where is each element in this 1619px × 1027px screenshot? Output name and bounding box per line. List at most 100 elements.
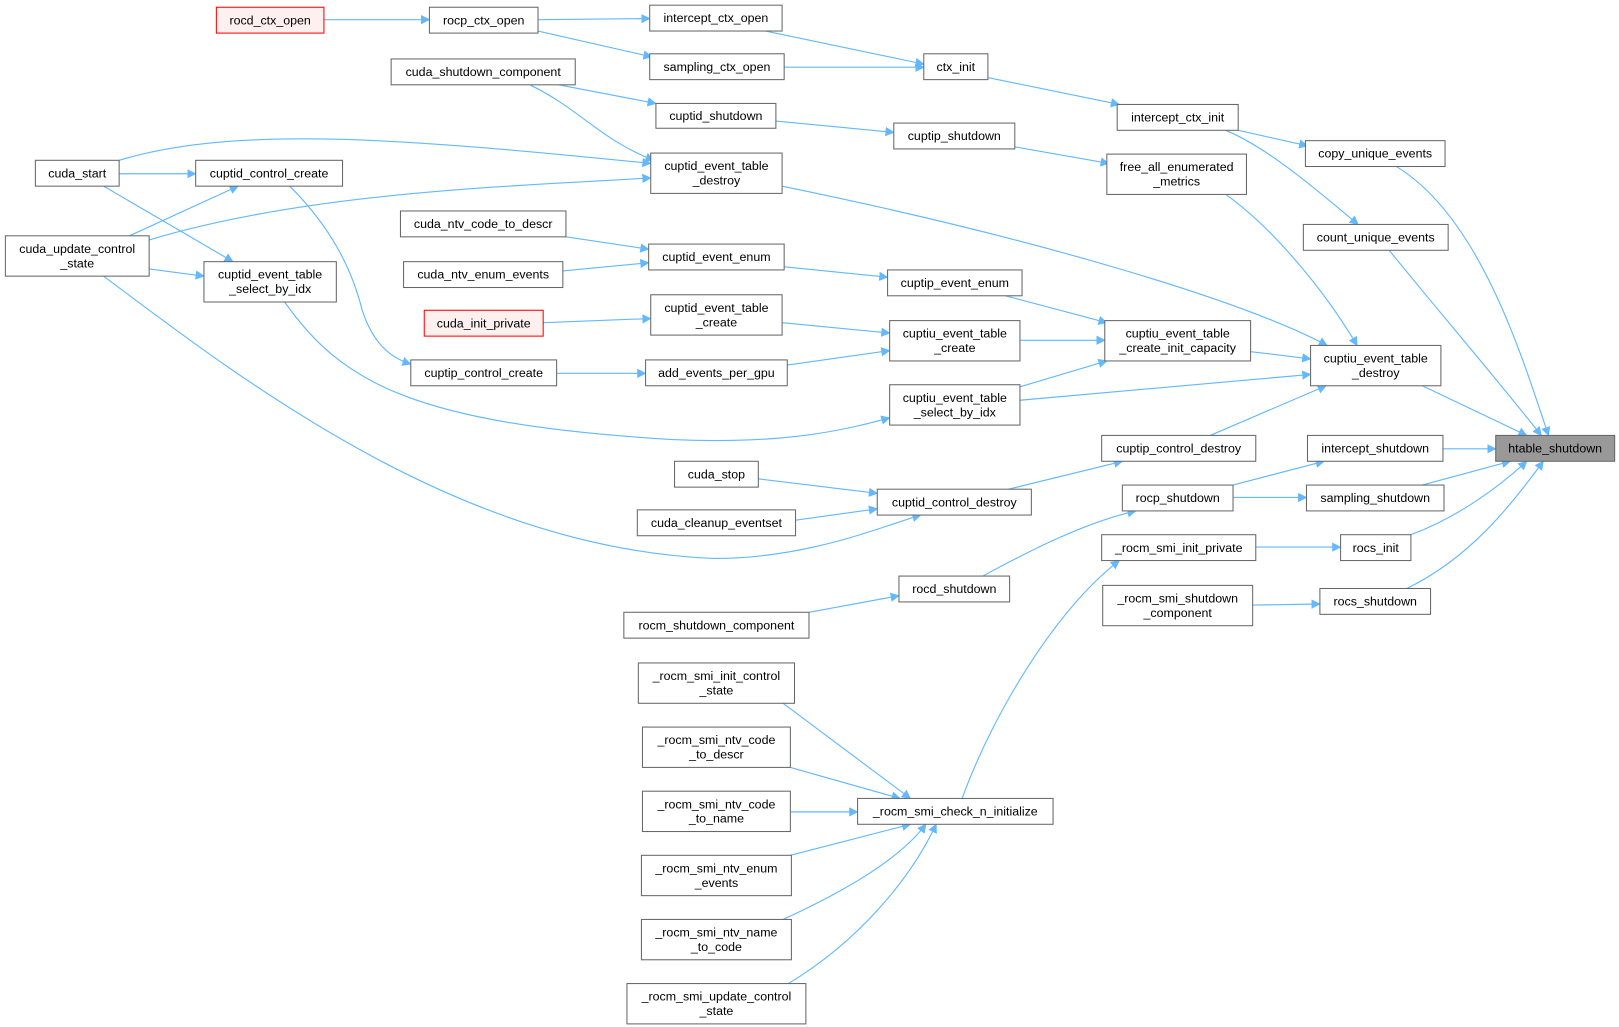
node-rocm-smi-shutdown-component[interactable]: _rocm_smi_shutdown_component [1102, 584, 1254, 627]
node-label: rocp_shutdown [1136, 491, 1220, 505]
node-rocm-smi-ntv-code-to-name[interactable]: _rocm_smi_ntv_code_to_name [641, 790, 791, 833]
node-label: cuda_ntv_code_to_descr [414, 217, 553, 231]
node-label: _metrics [1152, 175, 1200, 189]
node-cuptid-event-table-destroy[interactable]: cuptid_event_table_destroy [650, 152, 783, 194]
node-box [641, 790, 791, 833]
node-label: rocd_ctx_open [229, 13, 310, 27]
node-box [1302, 223, 1449, 251]
edge-ctx_init-to-intercept_ctx_init [987, 77, 1121, 108]
node-box [636, 509, 797, 537]
node-cuptip-control-destroy[interactable]: cuptip_control_destroy [1101, 434, 1257, 462]
node-rocp-ctx-open[interactable]: rocp_ctx_open [428, 6, 539, 34]
node-label: cuptip_event_enum [901, 276, 1009, 290]
node-rocm-smi-init-private[interactable]: _rocm_smi_init_private [1101, 534, 1257, 562]
node-box [1106, 153, 1247, 195]
node-rocm-smi-init-control-state[interactable]: _rocm_smi_init_control_state [637, 662, 796, 704]
node-label: cuptid_event_table [664, 159, 768, 173]
node-box [1305, 484, 1445, 512]
node-rocd-ctx-open[interactable]: rocd_ctx_open [215, 6, 325, 34]
node-cuda-ntv-enum-events[interactable]: cuda_ntv_enum_events [403, 261, 564, 289]
node-box [1495, 434, 1616, 462]
node-box [1340, 534, 1412, 562]
node-cuda-update-control-state[interactable]: cuda_update_control_state [4, 235, 150, 277]
edge-intercept_ctx_init-to-copy_unique_events [1238, 129, 1309, 149]
node-label: _create_init_capacity [1118, 341, 1236, 355]
node-rocs-init[interactable]: rocs_init [1340, 534, 1412, 562]
node-sampling-ctx-open[interactable]: sampling_ctx_open [649, 53, 785, 81]
edge-cuda_update_control_state-to-cuptid_event_table_select_by_idx [149, 268, 205, 280]
node-box [641, 726, 791, 768]
node-rocm-smi-ntv-code-to-descr[interactable]: _rocm_smi_ntv_code_to_descr [641, 726, 791, 768]
edge-cuptip_shutdown-to-free_all_enumerated_metrics [1014, 146, 1110, 167]
node-cuptiu-event-table-destroy[interactable]: cuptiu_event_table_destroy [1310, 344, 1442, 387]
node-box [403, 261, 564, 289]
node-label: sampling_ctx_open [663, 60, 770, 74]
node-label: _state [699, 683, 734, 697]
node-label: _rocm_smi_check_n_initialize [872, 804, 1038, 818]
node-cuptip-shutdown[interactable]: cuptip_shutdown [893, 122, 1016, 150]
node-cuptid-event-table-select-by-idx[interactable]: cuptid_event_table_select_by_idx [203, 261, 337, 303]
node-htable-shutdown[interactable]: htable_shutdown [1495, 434, 1616, 462]
node-rocs-shutdown[interactable]: rocs_shutdown [1319, 587, 1432, 615]
node-cuptid-event-table-create[interactable]: cuptid_event_table_create [650, 294, 783, 336]
node-box [889, 384, 1021, 426]
node-box [887, 269, 1023, 297]
node-label: cuptip_shutdown [908, 129, 1001, 143]
node-box [648, 243, 785, 271]
node-cuptiu-event-table-select-by-idx[interactable]: cuptiu_event_table_select_by_idx [889, 384, 1021, 426]
node-rocm-smi-update-control-state[interactable]: _rocm_smi_update_control_state [626, 983, 807, 1025]
node-cuptid-event-enum[interactable]: cuptid_event_enum [648, 243, 785, 271]
node-cuda-cleanup-eventset[interactable]: cuda_cleanup_eventset [636, 509, 797, 537]
node-rocm-smi-check-n-initialize[interactable]: _rocm_smi_check_n_initialize [857, 797, 1054, 825]
node-cuptip-control-create[interactable]: cuptip_control_create [410, 359, 558, 387]
node-cuptiu-event-table-create-init-capacity[interactable]: cuptiu_event_table_create_init_capacity [1104, 320, 1252, 362]
node-label: rocm_shutdown_component [638, 618, 794, 632]
edge-copy_unique_events-to-htable_shutdown [1396, 166, 1551, 437]
node-cuda-stop[interactable]: cuda_stop [674, 460, 759, 488]
node-box [650, 294, 783, 336]
node-label: cuptid_event_enum [662, 250, 770, 264]
node-rocm-shutdown-component[interactable]: rocm_shutdown_component [623, 611, 810, 639]
edge-rocm_shutdown_component-to-rocd_shutdown [808, 592, 900, 613]
node-intercept-ctx-open[interactable]: intercept_ctx_open [649, 4, 783, 32]
edge-cuptiu_event_table_create_init_capacity-to-cuptiu_event_table_destroy [1250, 351, 1312, 363]
node-sampling-shutdown[interactable]: sampling_shutdown [1305, 484, 1445, 512]
edge-cuptip_control_destroy-to-cuptiu_event_table_destroy [1210, 384, 1327, 436]
node-cuptid-control-create[interactable]: cuptid_control_create [195, 159, 344, 187]
node-box [893, 122, 1016, 150]
node-cuda-init-private[interactable]: cuda_init_private [423, 309, 544, 337]
node-rocm-smi-ntv-enum-events[interactable]: _rocm_smi_ntv_enum_events [640, 854, 792, 897]
node-intercept-ctx-init[interactable]: intercept_ctx_init [1116, 103, 1239, 131]
node-box [1319, 587, 1432, 615]
node-intercept-shutdown[interactable]: intercept_shutdown [1306, 434, 1444, 462]
node-copy-unique-events[interactable]: copy_unique_events [1304, 140, 1446, 168]
edge-cuda_update_control_state-to-cuptid_control_destroy [103, 275, 922, 560]
node-label: copy_unique_events [1318, 147, 1432, 161]
edge-cuda_ntv_enum_events-to-cuptid_event_enum [562, 258, 650, 272]
node-box [898, 575, 1011, 603]
node-add-events-per-gpu[interactable]: add_events_per_gpu [645, 359, 788, 387]
node-box [637, 662, 796, 704]
node-cuda-ntv-code-to-descr[interactable]: cuda_ntv_code_to_descr [399, 210, 567, 238]
node-rocp-shutdown[interactable]: rocp_shutdown [1121, 484, 1234, 512]
node-label: rocs_shutdown [1334, 595, 1418, 609]
node-cuptid-shutdown[interactable]: cuptid_shutdown [655, 102, 777, 129]
node-cuptiu-event-table-create[interactable]: cuptiu_event_table_create [889, 320, 1021, 362]
edge-cuptid_control_create-to-cuptip_control_create [289, 185, 412, 366]
node-label: _rocm_smi_ntv_code [656, 797, 775, 811]
node-cuptid-control-destroy[interactable]: cuptid_control_destroy [876, 488, 1032, 516]
node-cuptip-event-enum[interactable]: cuptip_event_enum [887, 269, 1023, 297]
node-label: add_events_per_gpu [658, 366, 775, 380]
node-box [857, 797, 1054, 825]
node-label: _rocm_smi_shutdown [1116, 591, 1238, 605]
node-ctx-init[interactable]: ctx_init [923, 53, 989, 81]
node-label: _rocm_smi_ntv_enum [654, 861, 777, 875]
node-rocd-shutdown[interactable]: rocd_shutdown [898, 575, 1011, 603]
node-rocm-smi-ntv-name-to-code[interactable]: _rocm_smi_ntv_name_to_code [640, 918, 792, 961]
node-label: free_all_enumerated [1120, 160, 1234, 174]
node-cuda-start[interactable]: cuda_start [34, 159, 120, 187]
node-cuda-shutdown-component[interactable]: cuda_shutdown_component [390, 58, 576, 86]
node-free-all-enumerated-metrics[interactable]: free_all_enumerated_metrics [1106, 153, 1247, 195]
node-label: cuptiu_event_table [1324, 352, 1428, 366]
node-count-unique-events[interactable]: count_unique_events [1302, 223, 1449, 251]
